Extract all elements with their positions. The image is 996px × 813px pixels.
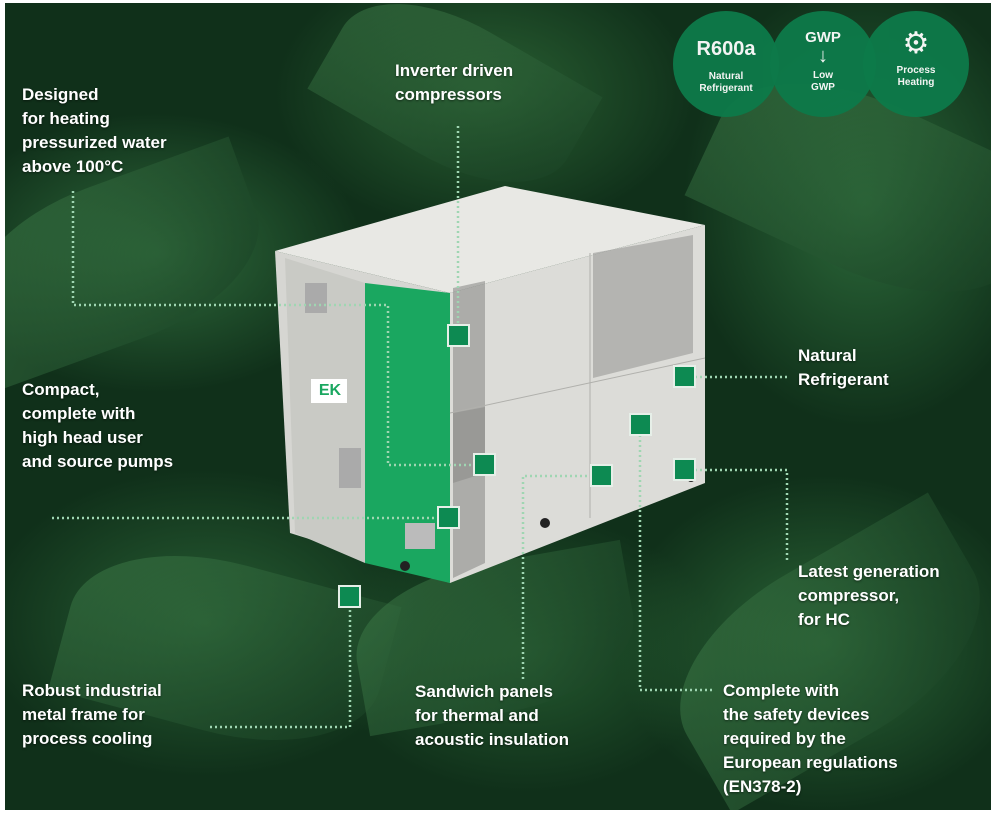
callout-line: and source pumps xyxy=(22,452,174,471)
callout-line: for thermal and xyxy=(415,706,539,725)
badge-title: GWP xyxy=(805,29,841,46)
badge-subtitle: Natural Refrigerant xyxy=(699,71,753,94)
callout-line: Designed xyxy=(22,85,99,104)
callout-compact: Compact, complete with high head user and s… xyxy=(22,378,173,474)
callout-line: complete with xyxy=(22,404,136,423)
callout-line: Compact, xyxy=(22,380,100,399)
badge-subtitle: Heating xyxy=(897,77,935,88)
callout-marker-inverter[interactable] xyxy=(447,324,470,347)
callout-line: Inverter driven xyxy=(395,61,514,80)
callout-sandwich: Sandwich panels for thermal and acoustic i… xyxy=(415,680,569,752)
callout-line: Robust industrial xyxy=(22,681,162,700)
gears-icon: ⚙ xyxy=(902,27,930,60)
badge-title: R600a xyxy=(696,38,756,60)
callout-marker-robust[interactable] xyxy=(338,585,361,608)
callout-line: above 100°C xyxy=(22,157,124,176)
callout-safety: Complete with the safety devices required … xyxy=(723,679,898,799)
arrow-down-icon: ↓ xyxy=(818,45,828,67)
callout-marker-sandwich[interactable] xyxy=(590,464,613,487)
callout-line: compressors xyxy=(395,85,502,104)
callout-line: compressor, xyxy=(798,586,900,605)
callout-line: Sandwich panels xyxy=(415,682,553,701)
badge-subtitle: Low xyxy=(813,70,833,81)
callout-line: high head user xyxy=(22,428,143,447)
callout-marker-designed[interactable] xyxy=(473,453,496,476)
heat-pump-unit xyxy=(275,186,706,583)
unit-logo: EK xyxy=(318,382,342,399)
callout-marker-natural[interactable] xyxy=(673,365,696,388)
callout-line: European regulations xyxy=(723,753,898,772)
callout-line: required by the xyxy=(723,729,846,748)
callout-line: Refrigerant xyxy=(798,370,889,389)
badge-subtitle: Process xyxy=(896,65,936,76)
leader-lines xyxy=(52,126,790,729)
callout-designed: Designed for heating pressurized water abov… xyxy=(22,83,167,179)
callout-line: process cooling xyxy=(22,729,153,748)
callout-line: acoustic insulation xyxy=(415,730,569,749)
badge-subtitle: GWP xyxy=(811,82,835,93)
callout-line: for heating xyxy=(22,109,110,128)
callout-line: Natural xyxy=(798,346,857,365)
callout-marker-latest[interactable] xyxy=(673,458,696,481)
callout-line: pressurized water xyxy=(22,133,167,152)
callout-line: Complete with xyxy=(723,681,840,700)
callout-robust: Robust industrial metal frame for process … xyxy=(22,679,162,751)
callout-line: the safety devices xyxy=(723,705,870,724)
callout-line: for HC xyxy=(798,610,850,629)
callout-latest: Latest generation compressor, for HC xyxy=(798,560,940,632)
callout-line: metal frame for xyxy=(22,705,145,724)
callout-marker-safety[interactable] xyxy=(629,413,652,436)
callout-line: Latest generation xyxy=(798,562,940,581)
callout-line: (EN378-2) xyxy=(723,777,802,796)
callout-marker-compact[interactable] xyxy=(437,506,460,529)
callout-inverter: Inverter driven compressors xyxy=(395,59,513,107)
badge-natural-refrigerant: R600a Natural Refrigerant xyxy=(673,11,779,117)
